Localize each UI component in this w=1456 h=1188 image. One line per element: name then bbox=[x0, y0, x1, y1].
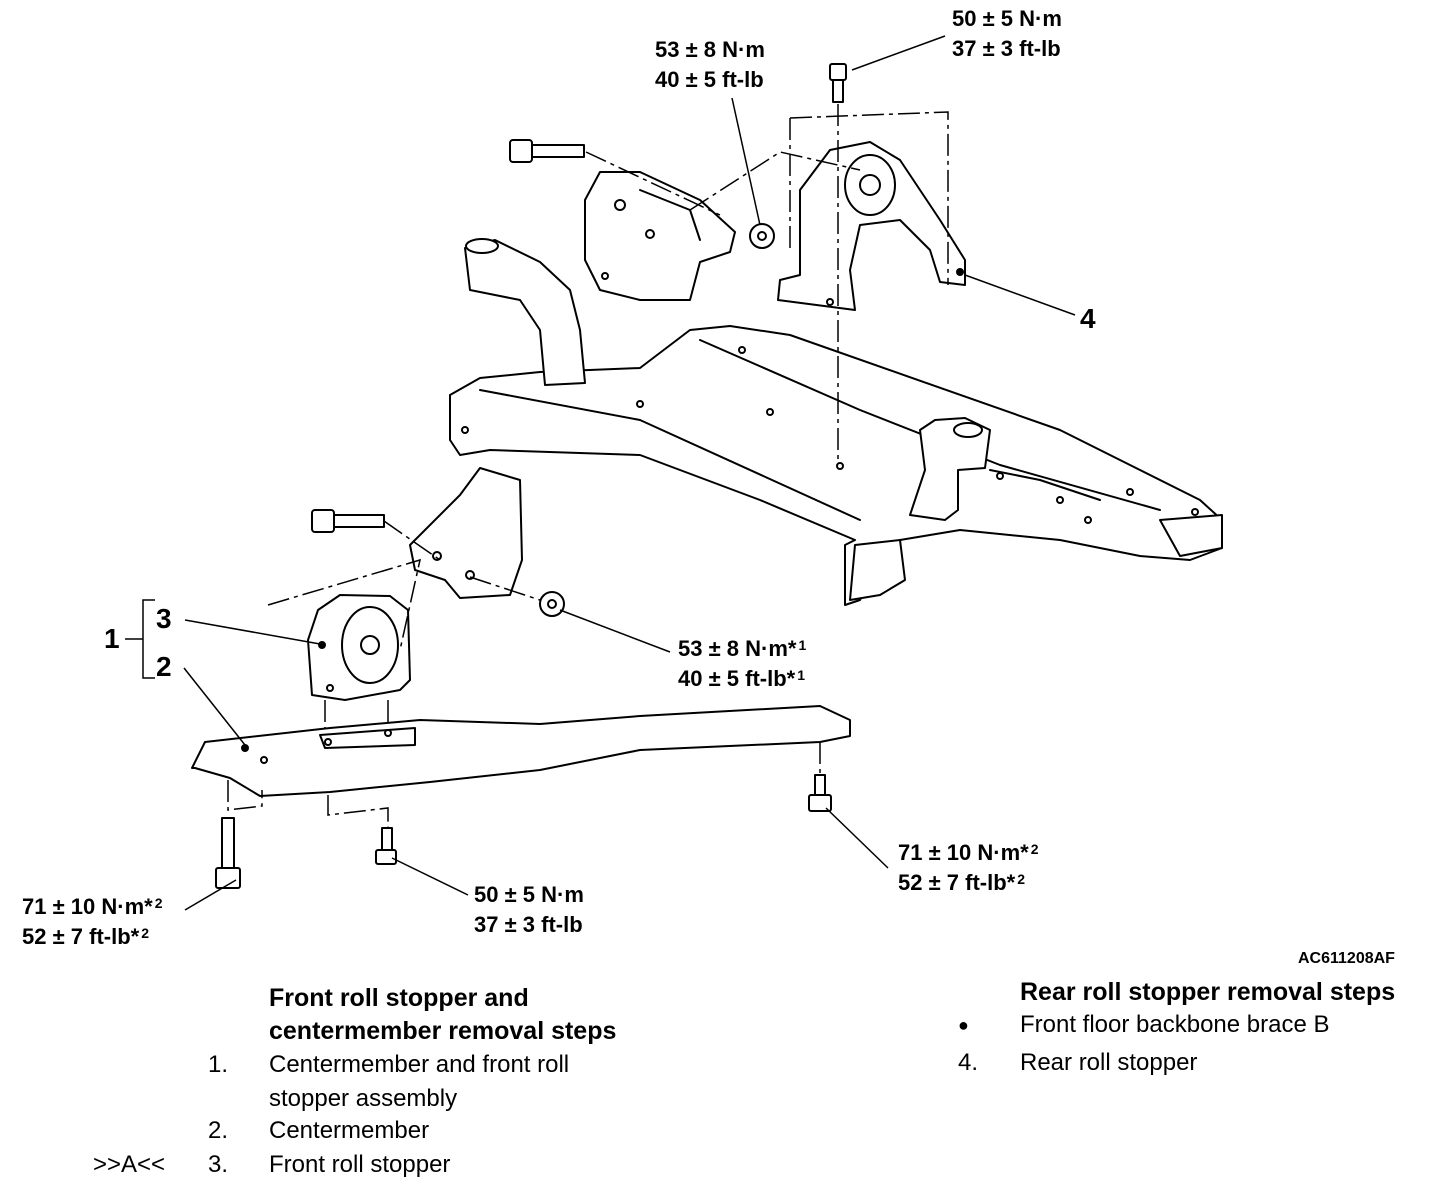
torque-center-bolt: 50 ± 5 N·m 37 ± 3 ft-lb bbox=[474, 882, 584, 937]
callout-2: 2 bbox=[156, 651, 172, 682]
rear-steps-title: Rear roll stopper removal steps bbox=[1020, 978, 1396, 1006]
alignment-lines bbox=[227, 104, 949, 828]
front-removal-steps: Front roll stopper and centermember remo… bbox=[0, 982, 720, 1182]
crossmember bbox=[449, 238, 1223, 606]
service-point-mark: >>A<< bbox=[93, 1151, 166, 1178]
rear-removal-steps: Rear roll stopper removal steps ● Front … bbox=[958, 978, 1396, 1076]
torque-top-nut: 53 ± 8 N·m 40 ± 5 ft-lb bbox=[655, 37, 765, 92]
front-roll-stopper-bracket bbox=[409, 467, 523, 599]
front-roll-stopper bbox=[307, 594, 411, 701]
torque-front-nut: 53 ± 8 N·m*1 40 ± 5 ft-lb*1 bbox=[678, 636, 807, 691]
rear-roll-stopper-bracket bbox=[584, 171, 736, 301]
exploded-parts-diagram bbox=[125, 35, 1223, 911]
torque-top-bolt: 50 ± 5 N·m 37 ± 3 ft-lb bbox=[952, 6, 1062, 61]
bolts bbox=[215, 63, 847, 889]
front-steps-title: Front roll stopper and centermember remo… bbox=[269, 984, 617, 1045]
rear-roll-stopper bbox=[777, 141, 966, 311]
callout-1: 1 bbox=[104, 623, 120, 654]
figure-id: AC611208AF bbox=[1298, 950, 1395, 967]
centermember bbox=[191, 705, 851, 797]
callout-3: 3 bbox=[156, 603, 172, 634]
torque-left-bolt: 71 ± 10 N·m*2 52 ± 7 ft-lb*2 bbox=[22, 894, 163, 949]
callout-4: 4 bbox=[1080, 303, 1096, 334]
torque-right-bolt: 71 ± 10 N·m*2 52 ± 7 ft-lb*2 bbox=[898, 840, 1039, 895]
leader-lines bbox=[125, 35, 1076, 911]
